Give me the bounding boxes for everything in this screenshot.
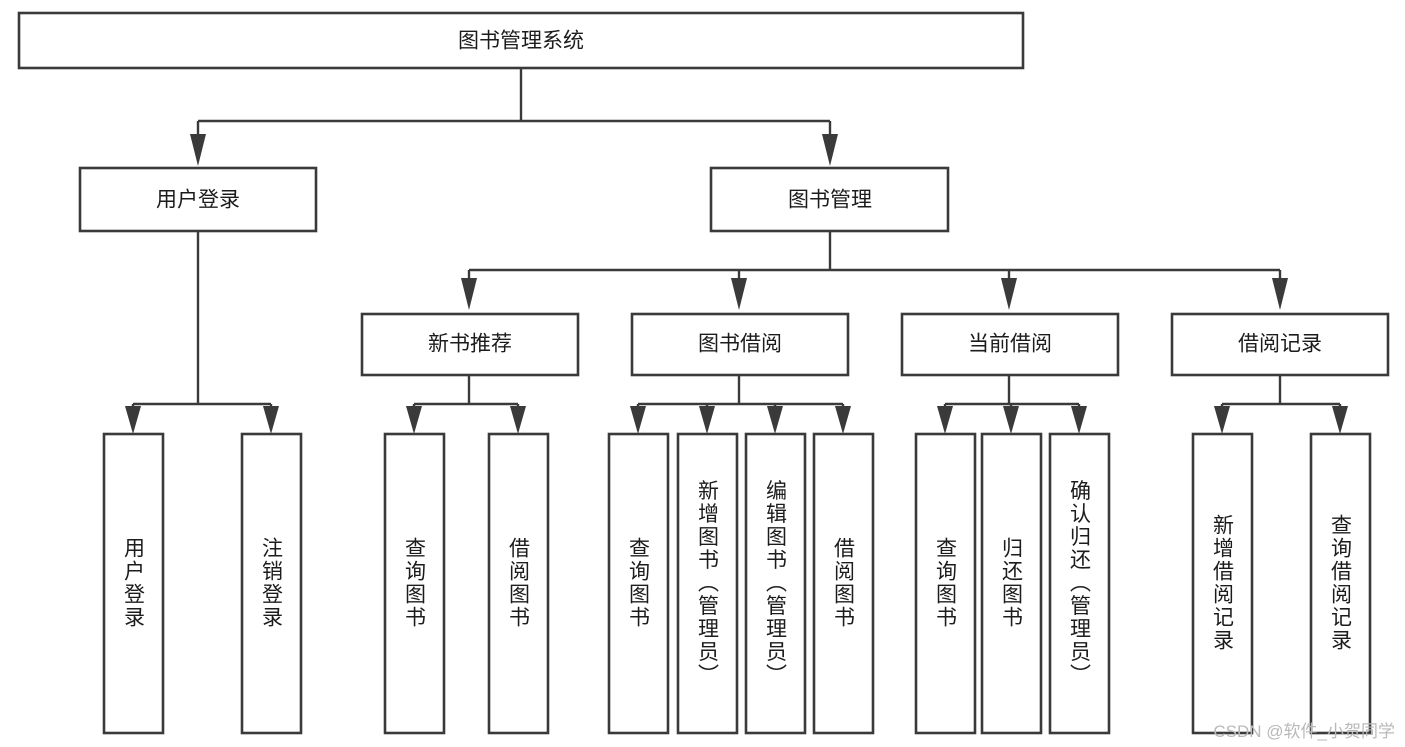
node-login-box[interactable]: [78, 166, 318, 233]
connector-group-bookmgmt: [461, 231, 1288, 310]
node-current[interactable]: 当前借阅: [900, 312, 1120, 377]
arrowhead-leaf-2: [263, 406, 279, 434]
arrowhead-leaf-7: [767, 406, 783, 434]
node-bookmgmt-label: 图书管理: [788, 189, 872, 212]
arrowhead-leaf-13: [1332, 406, 1348, 434]
node-leaf-7[interactable]: 编辑图书（管理员）: [744, 432, 807, 735]
node-root[interactable]: 图书管理系统: [17, 11, 1025, 70]
node-leaf-6-label: 新增图书（管理员）: [696, 480, 720, 687]
node-leaf-12-label: 新增借阅记录: [1211, 514, 1235, 652]
node-leaf-1[interactable]: 用户登录: [102, 432, 165, 735]
node-current-label: 当前借阅: [968, 333, 1052, 356]
node-leaf-11-box[interactable]: [1048, 432, 1111, 735]
node-leaf-12[interactable]: 新增借阅记录: [1191, 432, 1254, 735]
arrowhead-leaf-11: [1071, 406, 1087, 434]
node-current-box[interactable]: [900, 312, 1120, 377]
node-leaf-12-box[interactable]: [1191, 432, 1254, 735]
arrowhead-current: [1001, 278, 1017, 310]
arrowhead-leaf-4: [510, 406, 526, 434]
node-leaf-3[interactable]: 查询图书: [383, 432, 446, 735]
node-login[interactable]: 用户登录: [78, 166, 318, 233]
node-newbook-box[interactable]: [360, 312, 580, 377]
node-borrow-box[interactable]: [630, 312, 850, 377]
node-leaf-9[interactable]: 查询图书: [914, 432, 977, 735]
node-leaf-10-label: 归还图书: [1000, 537, 1024, 629]
arrowhead-leaf-3: [406, 406, 422, 434]
arrowhead-leaf-1: [125, 406, 141, 434]
node-leaf-11-label: 确认归还（管理员）: [1068, 480, 1092, 687]
node-leaf-8-box[interactable]: [812, 432, 875, 735]
connector-group-borrow: [630, 375, 851, 434]
node-leaf-6-box[interactable]: [676, 432, 739, 735]
node-root-box[interactable]: [17, 11, 1025, 70]
node-leaf-1-box[interactable]: [102, 432, 165, 735]
arrowhead-leaf-9: [937, 406, 953, 434]
connector-group-current: [937, 375, 1087, 434]
node-leaf-8-label: 借阅图书: [832, 537, 856, 629]
connector-group-login: [125, 231, 279, 434]
node-leaf-5-box[interactable]: [607, 432, 670, 735]
node-records-label: 借阅记录: [1238, 333, 1322, 356]
arrowhead-newbook: [461, 278, 477, 310]
arrowhead-records: [1272, 278, 1288, 310]
node-newbook-label: 新书推荐: [428, 333, 512, 356]
node-login-label: 用户登录: [156, 189, 240, 212]
node-root-label: 图书管理系统: [458, 30, 584, 53]
node-leaf-13[interactable]: 查询借阅记录: [1309, 432, 1372, 735]
node-bookmgmt-box[interactable]: [709, 166, 950, 233]
node-leaf-5[interactable]: 查询图书: [607, 432, 670, 735]
node-leaf-1-label: 用户登录: [122, 537, 146, 629]
node-bookmgmt[interactable]: 图书管理: [709, 166, 950, 233]
connector-group-root: [190, 68, 838, 166]
node-leaf-2-box[interactable]: [240, 432, 303, 735]
arrowhead-leaf-12: [1214, 406, 1230, 434]
node-leaf-9-label: 查询图书: [934, 537, 958, 629]
node-leaf-2[interactable]: 注销登录: [240, 432, 303, 735]
node-leaf-10[interactable]: 归还图书: [980, 432, 1043, 735]
arrowhead-bookmgmt: [822, 134, 838, 166]
node-records-box[interactable]: [1170, 312, 1390, 377]
arrowhead-leaf-6: [699, 406, 715, 434]
node-leaf-3-label: 查询图书: [403, 537, 427, 629]
arrowhead-login: [190, 134, 206, 166]
node-leaf-5-label: 查询图书: [627, 537, 651, 629]
node-leaf-10-box[interactable]: [980, 432, 1043, 735]
node-leaf-3-box[interactable]: [383, 432, 446, 735]
arrowhead-borrow: [731, 278, 747, 310]
connector-group-newbook: [406, 375, 526, 434]
connector-group-records: [1214, 375, 1348, 434]
node-leaf-2-label: 注销登录: [260, 537, 284, 629]
node-leaf-4-label: 借阅图书: [507, 537, 531, 629]
node-leaf-9-box[interactable]: [914, 432, 977, 735]
arrowhead-leaf-10: [1003, 406, 1019, 434]
node-leaf-13-box[interactable]: [1309, 432, 1372, 735]
node-borrow[interactable]: 图书借阅: [630, 312, 850, 377]
arrowhead-leaf-5: [630, 406, 646, 434]
node-leaf-7-label: 编辑图书（管理员）: [764, 480, 788, 687]
node-leaf-6[interactable]: 新增图书（管理员）: [676, 432, 739, 735]
node-leaf-13-label: 查询借阅记录: [1329, 514, 1353, 652]
node-newbook[interactable]: 新书推荐: [360, 312, 580, 377]
node-borrow-label: 图书借阅: [698, 333, 782, 356]
node-records[interactable]: 借阅记录: [1170, 312, 1390, 377]
node-leaf-8[interactable]: 借阅图书: [812, 432, 875, 735]
node-leaf-7-box[interactable]: [744, 432, 807, 735]
node-leaf-4-box[interactable]: [487, 432, 550, 735]
csdn-watermark: CSDN @软件_小贺同学: [1213, 722, 1395, 741]
arrowhead-leaf-8: [835, 406, 851, 434]
node-leaf-4[interactable]: 借阅图书: [487, 432, 550, 735]
node-leaf-11[interactable]: 确认归还（管理员）: [1048, 432, 1111, 735]
